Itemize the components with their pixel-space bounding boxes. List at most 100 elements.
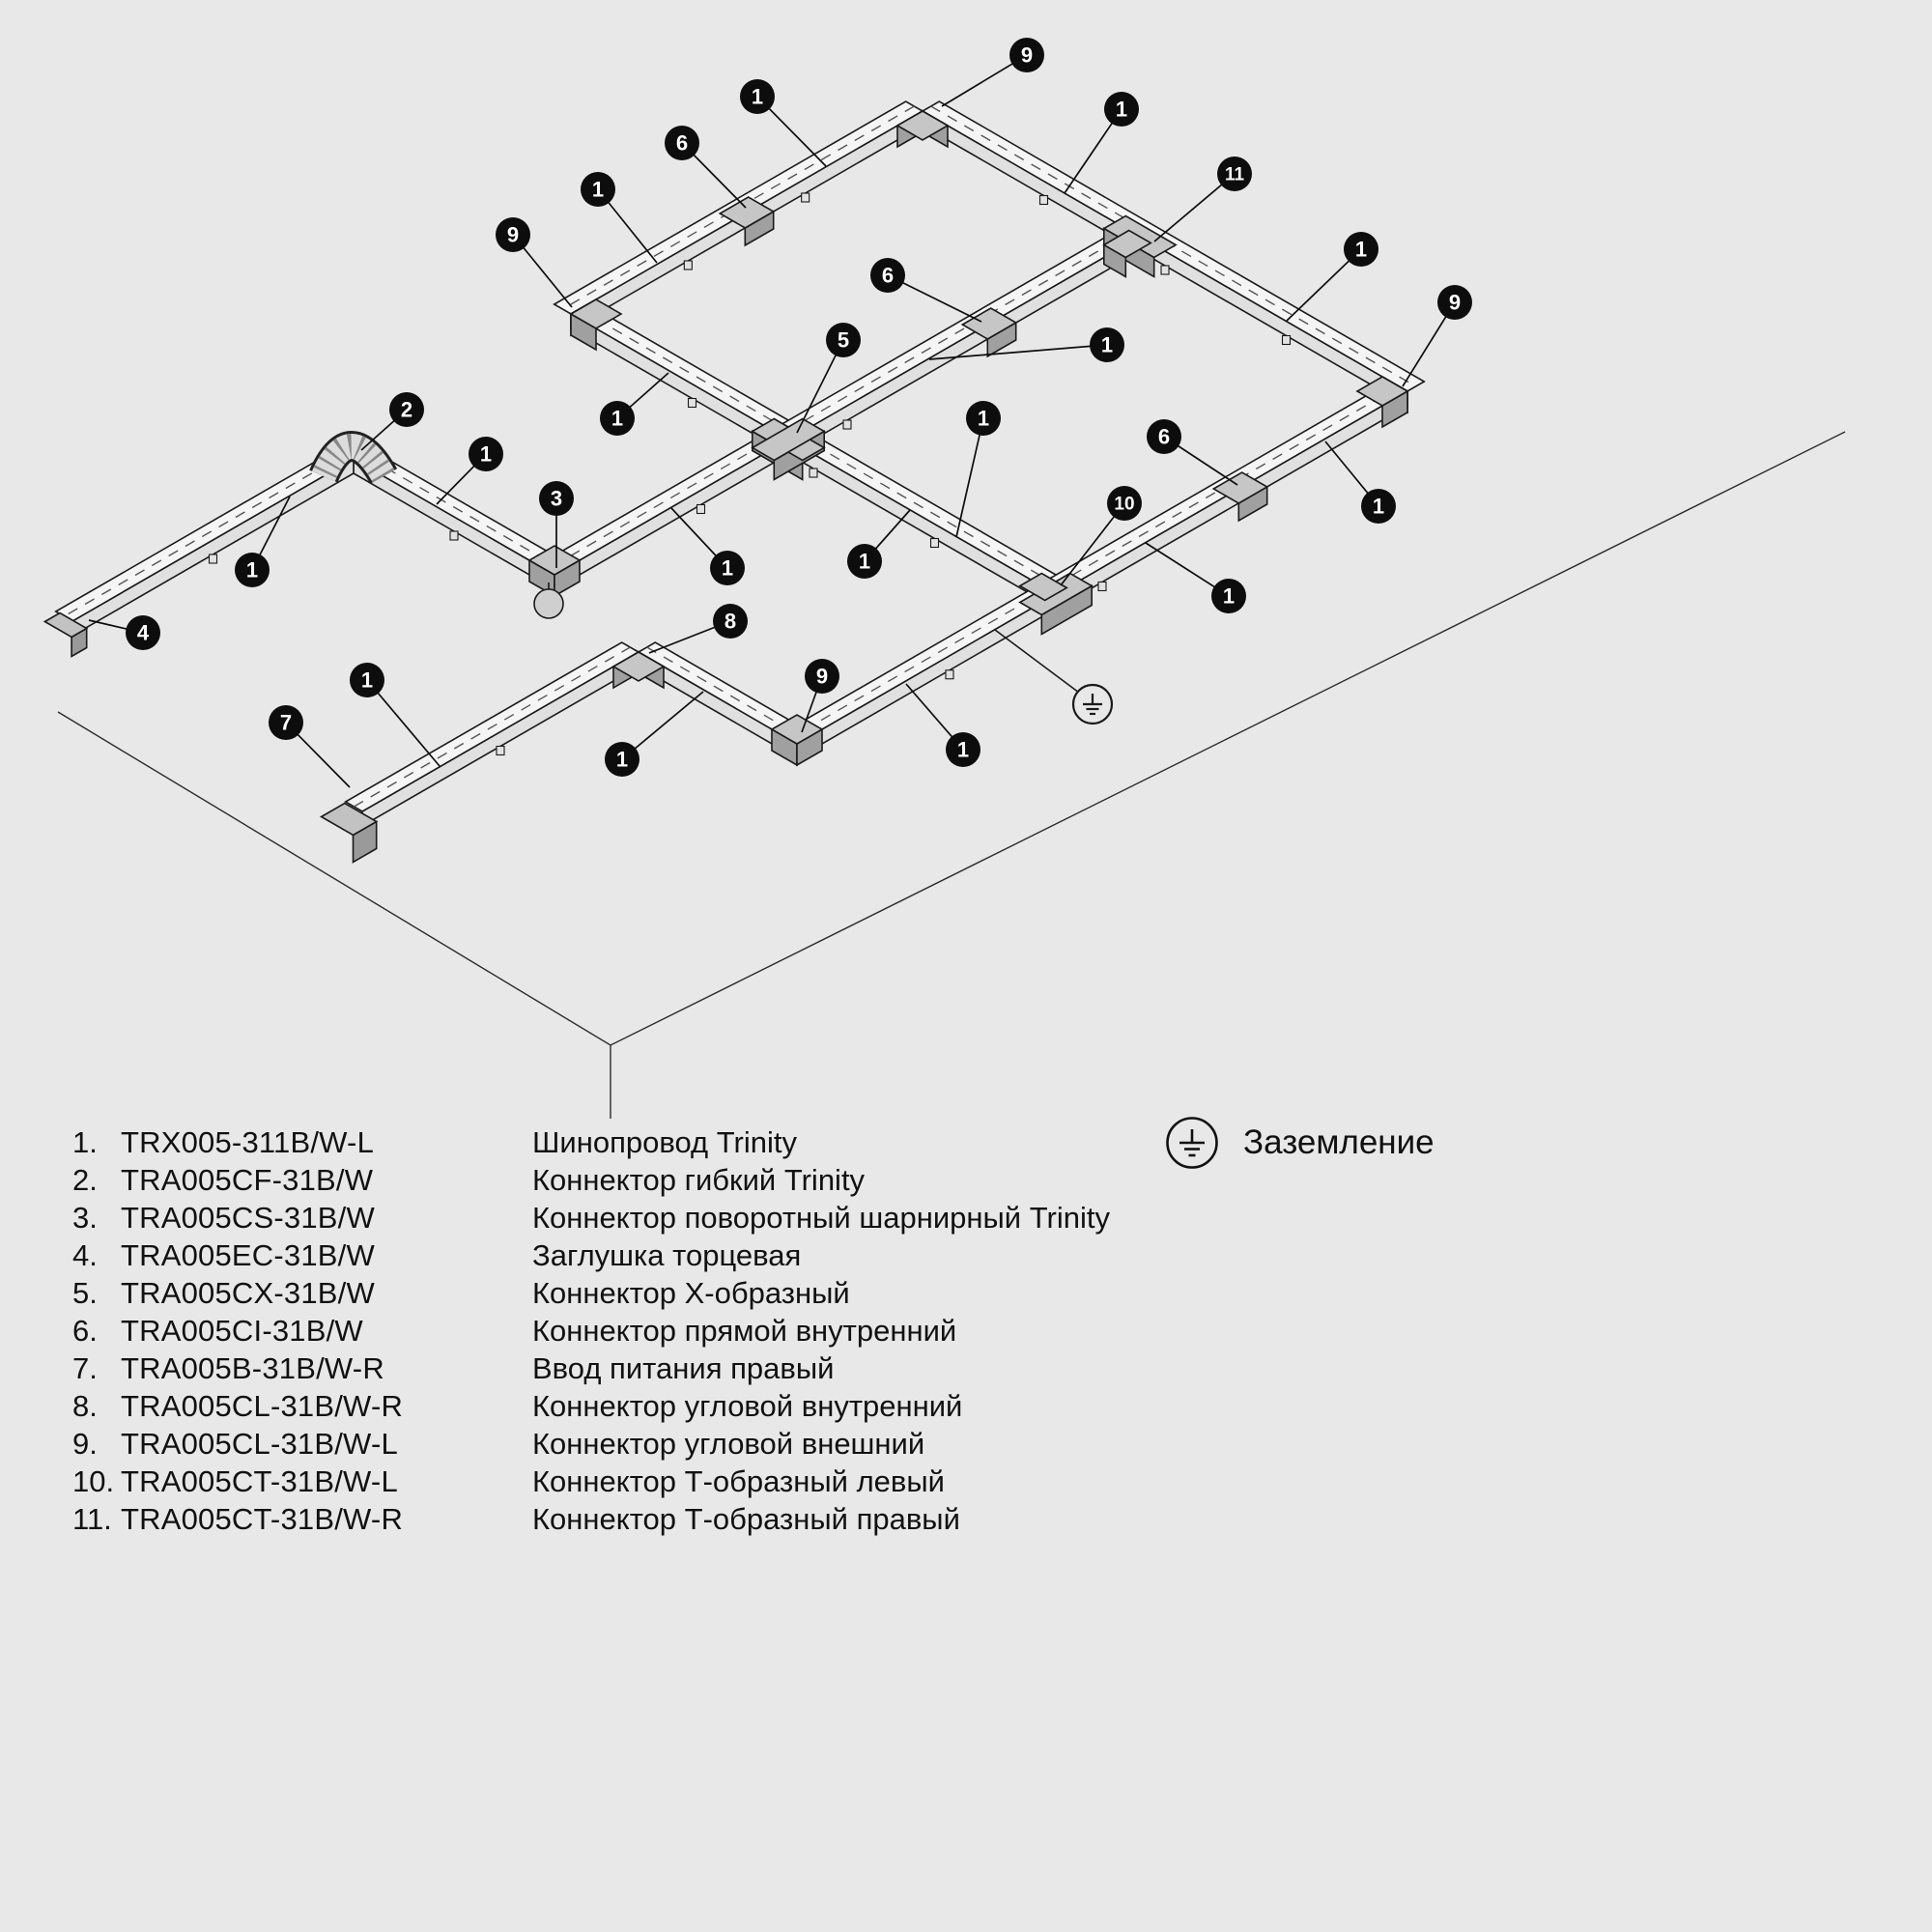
svg-text:1: 1 xyxy=(859,550,870,574)
callout-badge-1: 1 xyxy=(928,327,1124,362)
svg-text:11: 11 xyxy=(1225,165,1245,185)
legend-rows: 1. TRX005-311B/W-L Шинопровод Trinity 2. TRA… xyxy=(72,1123,1406,1538)
callout-badge-1: 1 xyxy=(1324,440,1396,524)
svg-text:1: 1 xyxy=(616,748,628,772)
svg-text:9: 9 xyxy=(1021,43,1033,68)
legend-item-code: TRX005-311B/W-L xyxy=(121,1125,375,1159)
corner-outer-9 xyxy=(895,109,950,149)
callout-badge-7: 7 xyxy=(269,705,351,788)
callout-badge-1: 1 xyxy=(581,172,658,264)
callout-badge-1: 1 xyxy=(955,401,1001,538)
svg-text:10: 10 xyxy=(1114,495,1134,515)
swivel-connector-3 xyxy=(527,545,582,619)
legend-item-number: 7. xyxy=(72,1351,98,1385)
legend-item-number: 10. xyxy=(72,1464,115,1498)
callout-badge-1: 1 xyxy=(605,691,704,777)
svg-text:1: 1 xyxy=(978,407,989,431)
connectors xyxy=(43,109,1409,864)
callout-badge-3: 3 xyxy=(539,481,574,568)
ground-symbol xyxy=(994,629,1114,725)
svg-text:9: 9 xyxy=(1449,291,1461,315)
callout-badge-9: 9 xyxy=(1402,285,1472,387)
svg-text:1: 1 xyxy=(480,442,492,467)
svg-text:8: 8 xyxy=(724,610,736,634)
svg-text:9: 9 xyxy=(507,223,519,247)
svg-text:1: 1 xyxy=(592,178,604,202)
corner-outer-9 xyxy=(569,298,623,352)
callout-badge-1: 1 xyxy=(350,663,440,767)
callout-badge-1: 1 xyxy=(436,437,503,505)
track-run xyxy=(54,448,355,638)
tee-connector-10 xyxy=(1018,572,1094,636)
svg-text:1: 1 xyxy=(957,738,969,762)
callout-badge-1: 1 xyxy=(905,683,980,767)
legend-item-number: 11. xyxy=(72,1502,112,1536)
svg-text:1: 1 xyxy=(1101,333,1113,357)
legend-item-description: Коннектор поворотный шарнирный Trinity xyxy=(532,1201,1110,1235)
legend-item-number: 1. xyxy=(72,1125,98,1159)
cross-connector-5 xyxy=(751,417,826,481)
legend-item-code: TRA005CF-31B/W xyxy=(121,1163,374,1197)
legend: 1. TRX005-311B/W-L Шинопровод Trinity 2. TRA… xyxy=(72,1123,1406,1538)
callout-badge-6: 6 xyxy=(1147,419,1238,486)
callout-badge-1: 1 xyxy=(740,79,827,167)
callout-badge-9: 9 xyxy=(941,38,1044,107)
callout-badge-4: 4 xyxy=(88,615,160,650)
svg-text:1: 1 xyxy=(1223,584,1235,609)
corner-outer-9 xyxy=(770,714,824,767)
legend-item-number: 6. xyxy=(72,1314,98,1348)
legend-item-code: TRA005CI-31B/W xyxy=(121,1314,363,1348)
callout-badge-1: 1 xyxy=(1145,542,1246,613)
legend-item-number: 5. xyxy=(72,1276,98,1310)
svg-text:1: 1 xyxy=(1373,495,1384,519)
svg-text:6: 6 xyxy=(1158,425,1170,449)
svg-text:5: 5 xyxy=(838,328,849,353)
floor-plane xyxy=(57,431,1846,1119)
svg-text:2: 2 xyxy=(401,398,412,422)
legend-item-code: TRA005CX-31B/W xyxy=(121,1276,375,1310)
legend-item-description: Коннектор прямой внутренний xyxy=(532,1314,957,1348)
svg-text:1: 1 xyxy=(752,85,763,109)
legend-item-code: TRA005B-31B/W-R xyxy=(121,1351,384,1385)
legend-item-description: Коннектор гибкий Trinity xyxy=(532,1163,866,1197)
legend-item-description: Ввод питания правый xyxy=(532,1351,835,1385)
legend-item-code: TRA005CL-31B/W-R xyxy=(121,1389,404,1423)
legend-item-code: TRA005CT-31B/W-R xyxy=(121,1502,404,1536)
svg-text:1: 1 xyxy=(1116,98,1127,122)
svg-text:1: 1 xyxy=(246,558,258,582)
callout-badge-6: 6 xyxy=(665,126,747,209)
legend-item-number: 8. xyxy=(72,1389,98,1423)
legend-item-description: Коннектор Х-образный xyxy=(532,1276,850,1310)
legend-item-description: Коннектор угловой внешний xyxy=(532,1427,925,1461)
svg-text:4: 4 xyxy=(137,621,150,645)
svg-text:1: 1 xyxy=(611,407,623,431)
callout-badge-6: 6 xyxy=(870,258,982,323)
svg-text:1: 1 xyxy=(361,668,373,693)
power-feed-7 xyxy=(320,802,379,864)
ground-symbol-icon xyxy=(1166,1117,1218,1169)
legend-item-description: Коннектор Т-образный левый xyxy=(532,1464,945,1498)
callout-badge-10: 10 xyxy=(1060,486,1142,586)
legend-item-description: Заглушка торцевая xyxy=(532,1238,802,1272)
callout-badge-1: 1 xyxy=(600,372,669,436)
callout-badge-11: 11 xyxy=(1153,156,1252,242)
callout-badge-2: 2 xyxy=(360,392,424,451)
legend-item-code: TRA005CS-31B/W xyxy=(121,1201,375,1235)
flex-connector-2 xyxy=(309,431,398,485)
svg-text:9: 9 xyxy=(816,665,828,689)
straight-connector-6 xyxy=(718,196,776,247)
tee-connector-11 xyxy=(1102,214,1178,278)
ground-legend: Заземление xyxy=(1164,1114,1435,1172)
legend-item-number: 4. xyxy=(72,1238,98,1272)
straight-connector-6 xyxy=(960,307,1018,358)
legend-item-number: 3. xyxy=(72,1201,98,1235)
callout-badge-1: 1 xyxy=(1064,92,1139,194)
svg-text:7: 7 xyxy=(280,711,292,735)
svg-text:1: 1 xyxy=(1355,238,1367,262)
end-cap-4 xyxy=(43,611,89,658)
legend-item-description: Шинопровод Trinity xyxy=(532,1125,797,1159)
legend-item-number: 2. xyxy=(72,1163,98,1197)
callout-badge-9: 9 xyxy=(496,217,573,308)
